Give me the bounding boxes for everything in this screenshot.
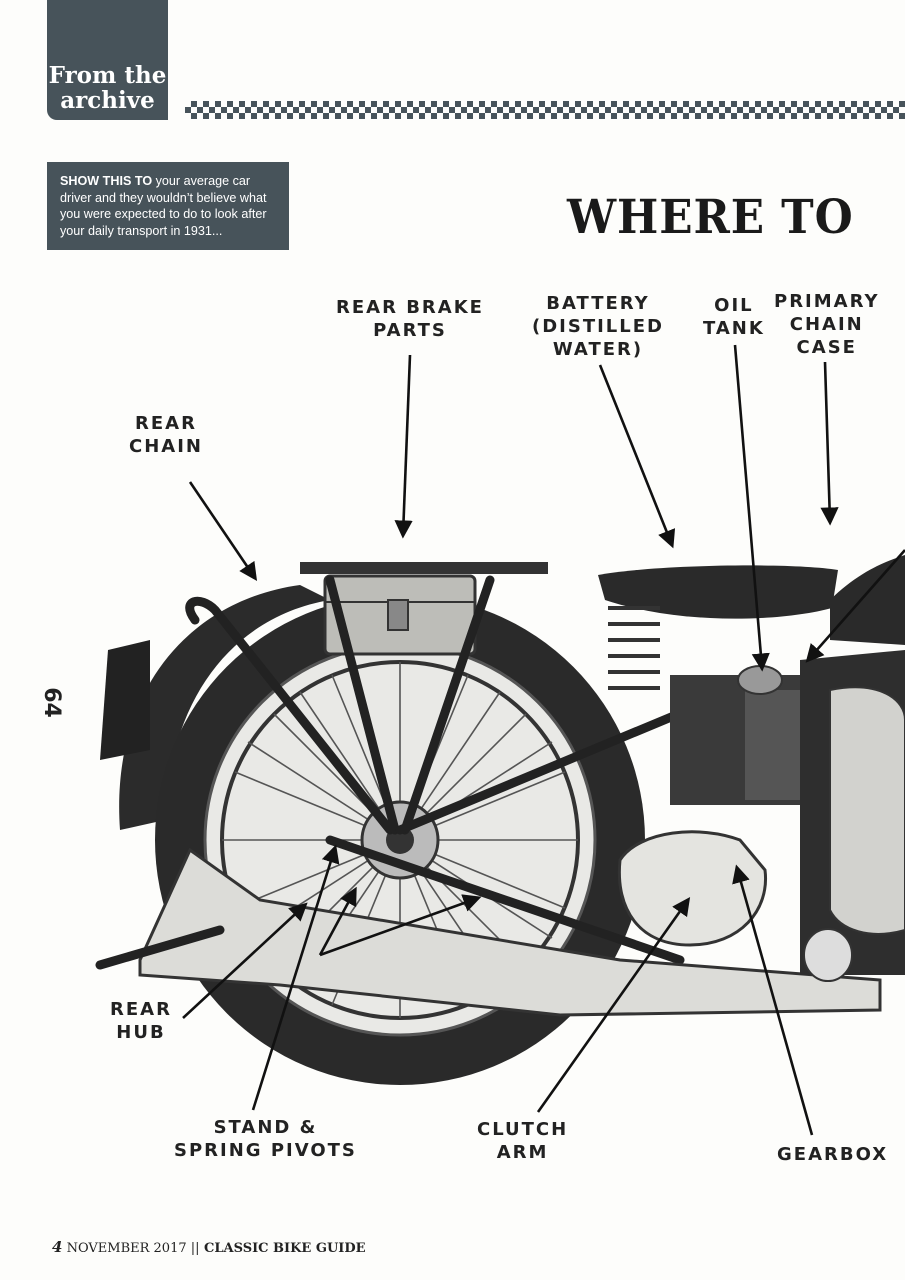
label-battery: BATTERY (DISTILLED WATER) (532, 293, 664, 360)
silencer (138, 847, 882, 1017)
arrow-rear-chain (188, 481, 258, 582)
intro-text: your average car driver and they wouldn’… (60, 174, 267, 238)
arrow-rear-hub (182, 902, 308, 1019)
original-page-number: 64 (38, 687, 64, 718)
label-stand-spring-pivots: STAND & SPRING PIVOTS (174, 1117, 357, 1161)
arrow-stand-2 (318, 886, 357, 956)
footer-date: NOVEMBER 2017 (62, 1241, 191, 1256)
label-primary-chain-case: PRIMARY CHAIN CASE (774, 291, 880, 358)
fuel-tank (830, 555, 905, 645)
pointer-arrows (182, 344, 905, 1136)
arrow-stand-3 (319, 894, 482, 957)
footer-separator: || (190, 1241, 200, 1256)
label-clutch-arm: CLUTCH ARM (477, 1119, 569, 1163)
rear-mudguard (119, 585, 330, 830)
page-footer: 4 NOVEMBER 2017 || CLASSIC BIKE GUIDE (52, 1238, 366, 1256)
arrow-clutch (536, 897, 691, 1113)
label-rear-chain: REAR CHAIN (129, 413, 203, 457)
carrier-rack (300, 562, 548, 574)
arrow-primary-chain (820, 361, 839, 526)
intro-box: SHOW THIS TO your average car driver and… (47, 162, 289, 250)
arrow-primary-chain-2 (805, 549, 905, 663)
label-oil-tank: OIL TANK (703, 295, 765, 339)
arrow-oil-tank (733, 344, 770, 672)
page-headline: WHERE TO (567, 190, 854, 245)
archive-tab: From the archive (47, 0, 168, 120)
arrow-battery (598, 364, 676, 549)
arrow-stand-1 (251, 844, 340, 1111)
checkered-rule (185, 101, 905, 119)
footer-magazine: CLASSIC BIKE GUIDE (199, 1241, 366, 1256)
number-plate (100, 640, 150, 760)
arrow-gearbox (732, 864, 814, 1136)
label-rear-hub: REAR HUB (110, 999, 172, 1043)
arrow-rear-brake (394, 354, 413, 539)
footer-page-number: 4 (52, 1238, 63, 1256)
label-rear-brake-parts: REAR BRAKE PARTS (336, 297, 484, 341)
saddle-spring (608, 606, 660, 690)
tab-line-1: From the (48, 62, 167, 89)
tab-line-2: archive (60, 87, 155, 114)
saddle (598, 565, 838, 619)
label-gearbox: GEARBOX (777, 1144, 889, 1165)
intro-lead: SHOW THIS TO (60, 174, 153, 188)
